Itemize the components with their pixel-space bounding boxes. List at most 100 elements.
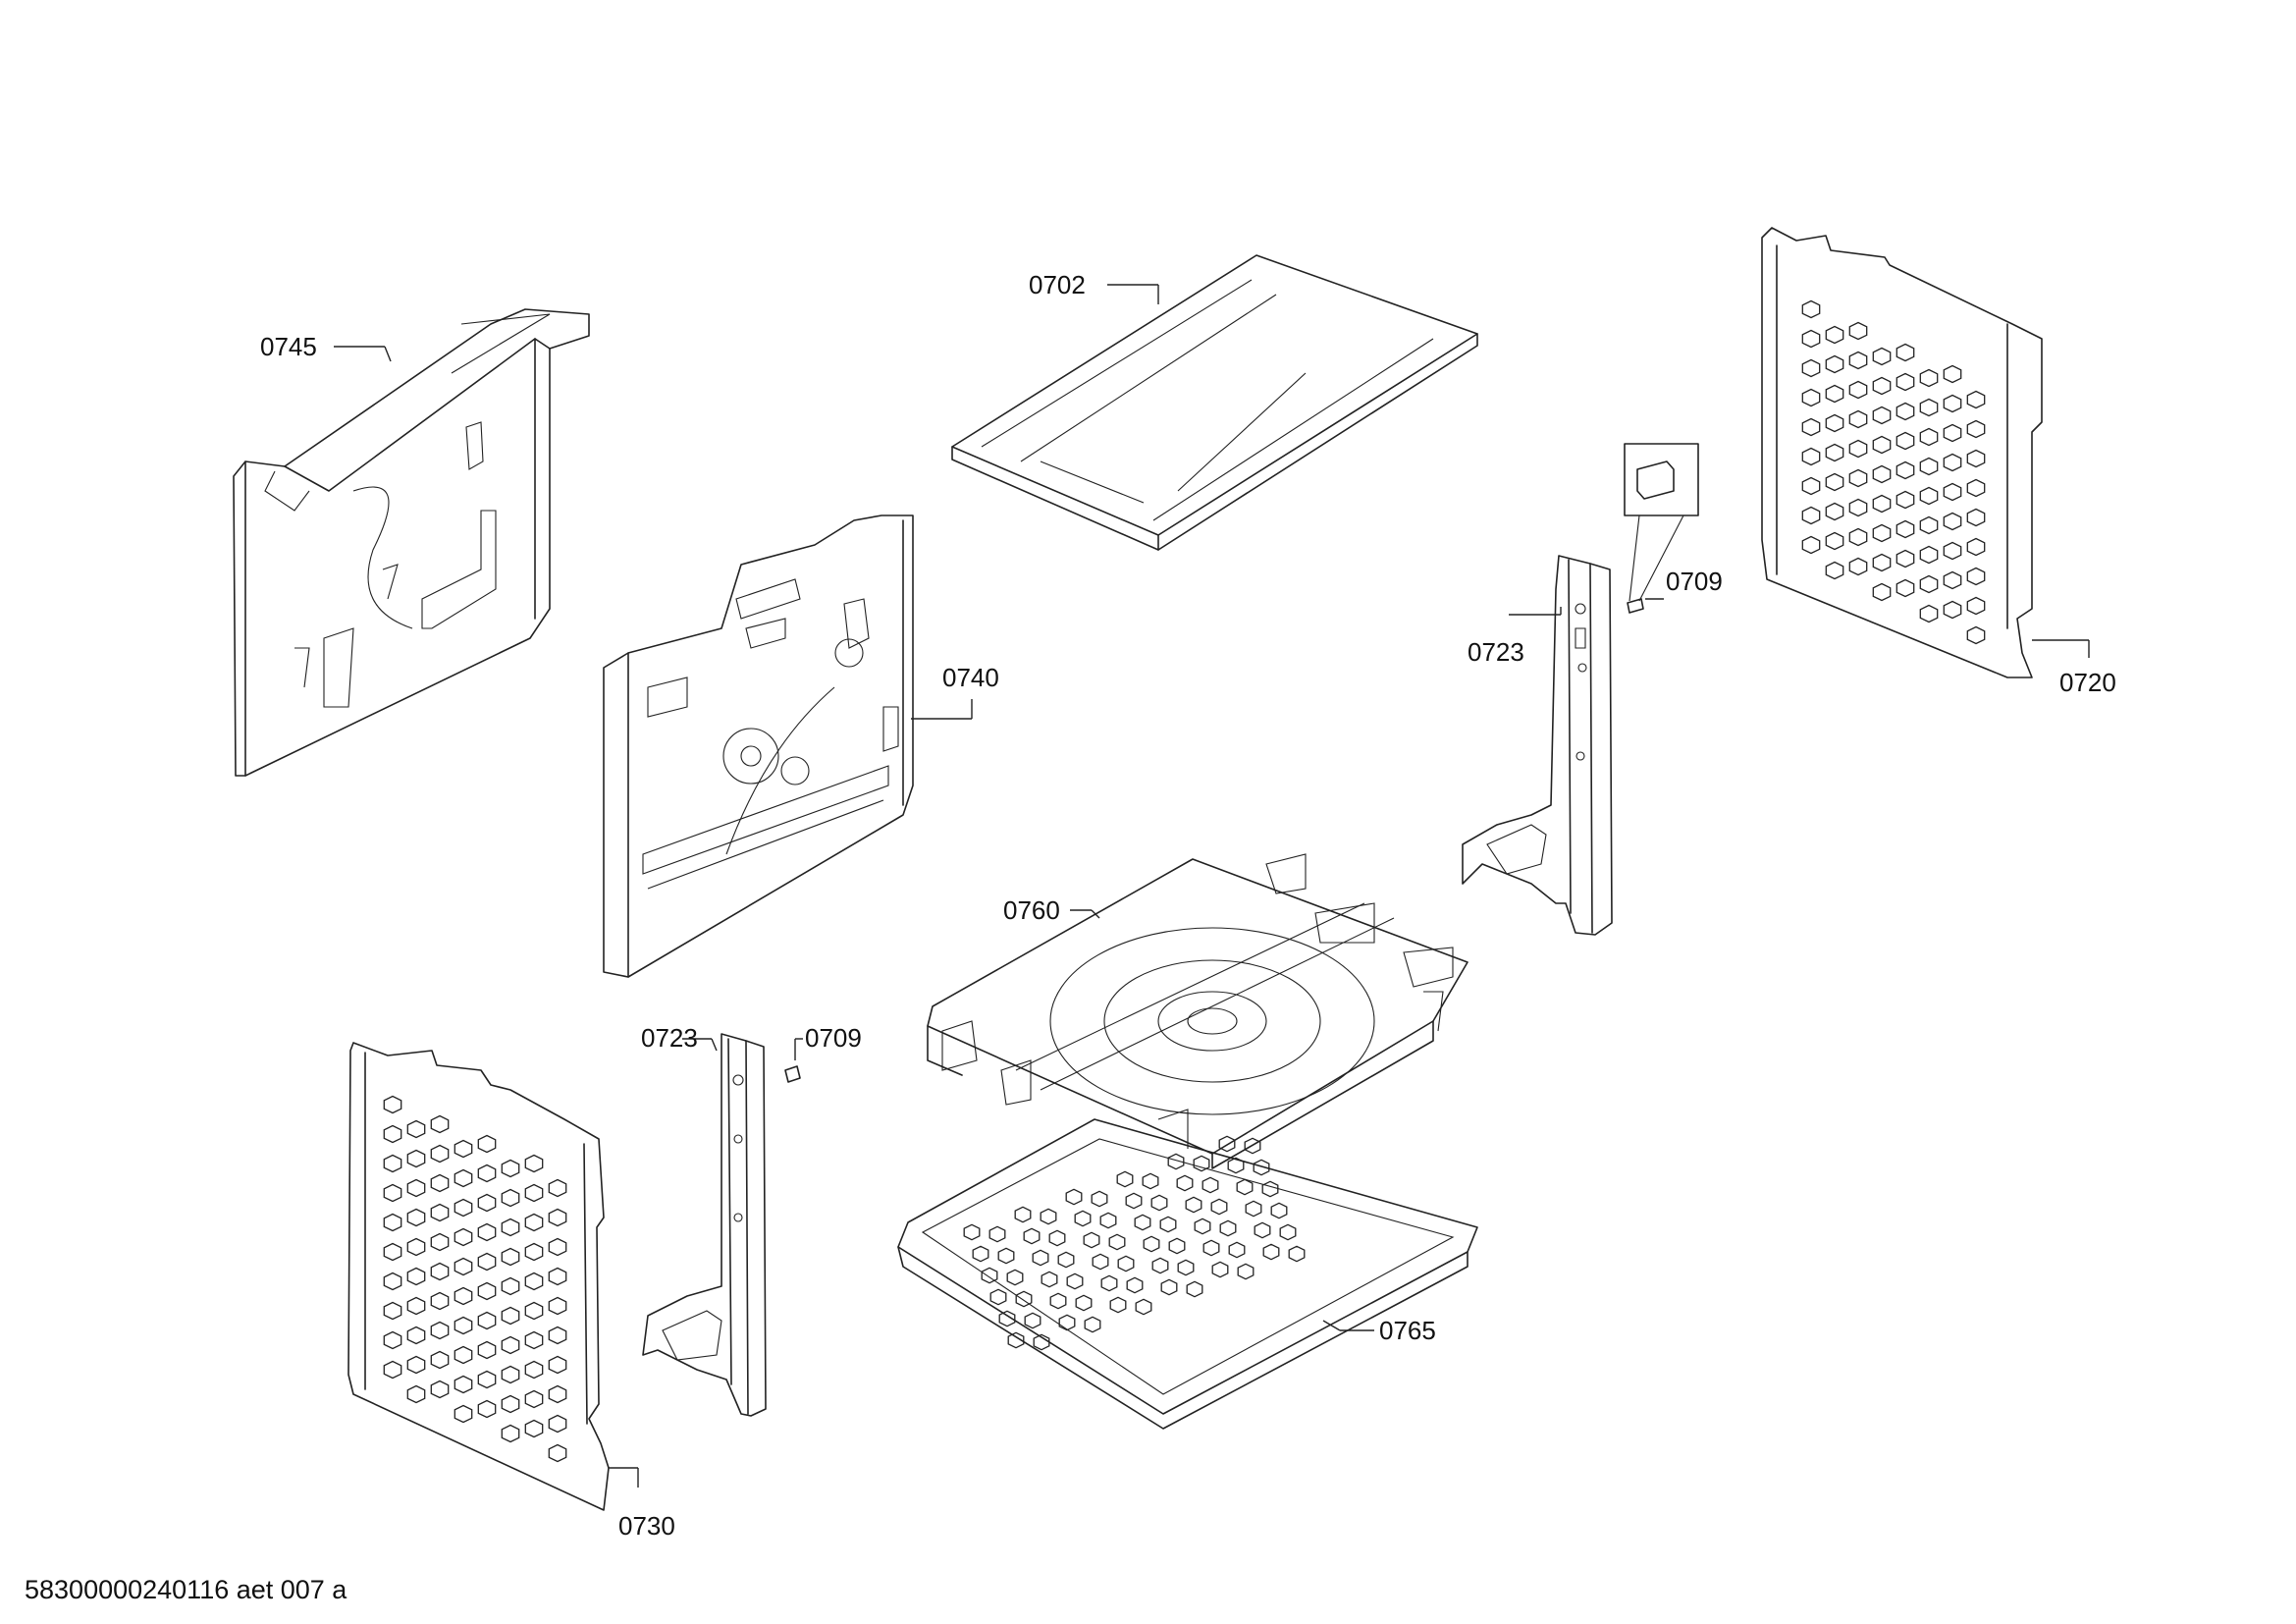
hex-cell [1966,625,1986,645]
hex-cell [1919,427,1939,447]
part-0723-rail-lower [642,1033,767,1417]
hex-cell [1848,527,1868,547]
hex-cell [1801,299,1821,319]
hex-cell [989,1288,1007,1306]
document-code: 58300000240116 aet 007 a [25,1575,347,1604]
hex-cell [383,1242,402,1262]
hex-cell [383,1183,402,1203]
part-0730-left-side-wall [347,1042,610,1511]
hex-cell [1801,535,1821,555]
hex-cell [1253,1159,1270,1176]
hex-cell [1966,596,1986,616]
hex-cell [430,1114,450,1134]
hex-cell [1943,482,1962,502]
hex-cell [1919,368,1939,388]
hex-cell [1151,1257,1169,1274]
hex-cell [1943,512,1962,531]
hex-cell [1211,1261,1229,1278]
hex-cell [1825,531,1844,551]
hex-cell [1254,1221,1271,1239]
hex-cell [1848,439,1868,459]
label-0740: 0740 [942,663,999,692]
hex-cell [430,1321,450,1340]
hex-cell [1919,398,1939,417]
hex-cell [548,1178,567,1198]
hex-cell [1896,519,1915,539]
hex-cell [383,1213,402,1232]
hex-cell [383,1154,402,1173]
hex-cell [430,1173,450,1193]
hex-cell [1801,476,1821,496]
hex-cell [1125,1192,1143,1210]
hex-cell [1202,1239,1220,1257]
hex-cell [454,1139,473,1159]
hex-cell [1825,354,1844,374]
hex-cell [1194,1218,1211,1235]
hex-cell [1966,537,1986,557]
hex-cell [1084,1316,1101,1333]
hex-cell [548,1267,567,1286]
hex-cell [406,1178,426,1198]
hex-cell [1033,1333,1050,1351]
label-0760: 0760 [1003,895,1060,925]
part-0702-top-cover [951,254,1478,551]
hex-cell [501,1247,520,1267]
hex-cell [430,1380,450,1399]
hex-cell [1919,545,1939,565]
hex-cell [1919,486,1939,506]
hex-cell [430,1350,450,1370]
hex-cell [1048,1229,1066,1247]
hex-cell [430,1144,450,1164]
hex-cell [548,1296,567,1316]
hex-cell [1288,1245,1306,1263]
hex-cell [1919,457,1939,476]
hex-cell [406,1384,426,1404]
hex-cell [454,1375,473,1394]
hex-cell [1801,447,1821,466]
hex-cell [1896,402,1915,421]
hex-cell [1825,443,1844,462]
hex-cell [1228,1241,1246,1259]
hex-cell [1176,1174,1194,1192]
hex-cell [1066,1272,1084,1290]
hex-cell [1966,478,1986,498]
hex-cell [981,1267,998,1284]
hex-cell [1168,1237,1186,1255]
part-0720-right-side-wall [1761,227,2043,678]
hex-cell [1083,1231,1100,1249]
hex-cell [1896,372,1915,392]
hex-cell [1092,1253,1109,1271]
hex-cell [1943,394,1962,413]
hex-cell [1896,549,1915,568]
hex-cell [524,1154,544,1173]
label-0702: 0702 [1029,270,1086,299]
hex-cell [1245,1200,1262,1218]
part-0723-rail-upper [1462,555,1613,936]
hex-cell [1108,1233,1126,1251]
hex-cell [1041,1271,1058,1288]
hex-cell [501,1306,520,1326]
hex-cell [1825,413,1844,433]
hex-pattern-right [1801,299,1986,645]
hex-cell [383,1330,402,1350]
hex-cell [1261,1180,1279,1198]
hex-cell [1896,343,1915,362]
hex-cell [477,1370,497,1389]
hex-cell [1848,380,1868,400]
hex-cell [548,1384,567,1404]
label-0745: 0745 [260,332,317,361]
hex-cell [477,1193,497,1213]
hex-cell [1227,1157,1245,1174]
hex-cell [1943,570,1962,590]
hex-cell [1142,1172,1159,1190]
hex-cell [1135,1298,1152,1316]
hex-cell [406,1119,426,1139]
hex-cell [477,1164,497,1183]
hex-cell [1872,435,1892,455]
hex-cell [454,1168,473,1188]
hex-cell [1872,406,1892,425]
hex-cell [501,1218,520,1237]
hex-cell [1159,1216,1177,1233]
hex-cell [1801,388,1821,407]
hex-cell [998,1310,1016,1327]
